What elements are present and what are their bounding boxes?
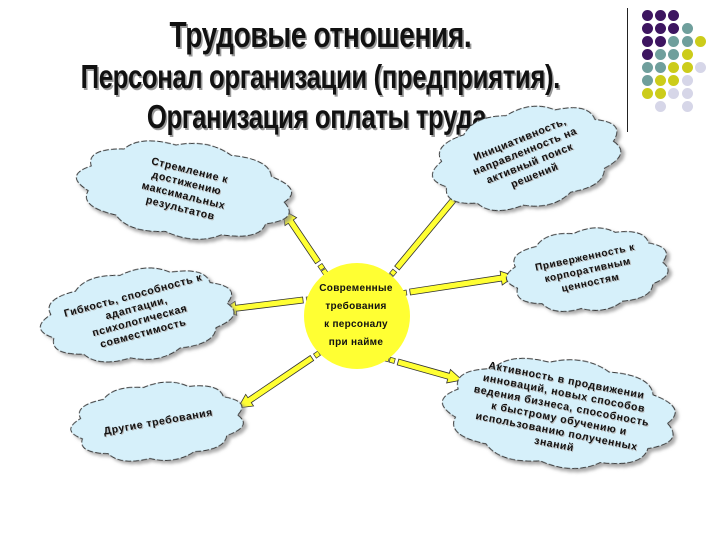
decor-dot xyxy=(668,75,680,86)
decor-dot xyxy=(642,88,653,99)
decor-dot xyxy=(642,23,653,34)
decor-dot xyxy=(681,62,693,73)
decor-dot xyxy=(694,62,706,73)
arrow-3 xyxy=(394,270,516,298)
decor-dot xyxy=(655,88,667,99)
decor-divider-line xyxy=(627,8,628,132)
decor-dot xyxy=(655,10,667,21)
center-circle xyxy=(304,263,410,369)
decor-dot xyxy=(681,101,693,112)
title-text: Организация оплаты труда. xyxy=(146,98,494,135)
decor-dot xyxy=(642,75,653,86)
decor-dot xyxy=(668,88,680,99)
decor-dot xyxy=(655,49,667,60)
decor-dot xyxy=(642,62,653,73)
arrow-tail-mark xyxy=(317,263,326,271)
decor-dot xyxy=(681,88,693,99)
decor-dot xyxy=(681,36,693,47)
decor-dot xyxy=(668,49,680,60)
decor-dot xyxy=(655,101,667,112)
arrow-tail-mark xyxy=(388,356,396,364)
cloud-shape-2 xyxy=(432,105,622,212)
slide-title-line-2: Персонал организации (предприятия). xyxy=(0,58,640,96)
center-label-line: к персоналу xyxy=(324,319,388,330)
slide-title-line-3: Организация оплаты труда. xyxy=(0,98,640,136)
arrow-shape xyxy=(409,270,516,296)
arrow-shape xyxy=(237,354,315,409)
decor-dot xyxy=(668,36,680,47)
decor-dot xyxy=(668,10,680,21)
arrow-5 xyxy=(382,355,463,384)
decor-dot xyxy=(694,36,706,47)
decor-dot xyxy=(655,62,667,73)
decor-dot xyxy=(681,23,693,34)
decor-dot xyxy=(642,10,653,21)
arrow-6 xyxy=(237,347,326,409)
arrow-shape xyxy=(282,209,322,265)
decor-dot xyxy=(642,36,653,47)
decor-dot xyxy=(681,49,693,60)
cloud-shape-6 xyxy=(70,381,244,462)
decor-dot xyxy=(655,36,667,47)
cloud-shape-1 xyxy=(75,140,293,240)
cloud-shape-3 xyxy=(505,227,669,312)
decor-dot xyxy=(681,75,693,86)
decor-dot xyxy=(655,75,667,86)
cloud-shape-5 xyxy=(441,357,676,470)
cloud-shape-4 xyxy=(39,267,235,363)
decor-dot xyxy=(668,23,680,34)
title-text: Трудовые отношения. xyxy=(169,14,471,55)
center-label-line: требования xyxy=(325,301,387,312)
slide-title-line-1: Трудовые отношения. xyxy=(0,14,640,56)
center-label-line: при найме xyxy=(328,337,384,348)
center-label: Современные требования к персоналу при н… xyxy=(300,280,412,352)
decor-dot xyxy=(668,62,680,73)
arrow-shape xyxy=(396,358,463,384)
decor-dot xyxy=(655,23,667,34)
arrow-tail-mark xyxy=(313,350,321,359)
arrow-tail-mark xyxy=(389,268,398,277)
title-text: Персонал организации (предприятия). xyxy=(80,58,560,95)
arrow-1 xyxy=(282,209,329,276)
center-label-line: Современные xyxy=(319,283,393,294)
decor-dot xyxy=(642,49,653,60)
